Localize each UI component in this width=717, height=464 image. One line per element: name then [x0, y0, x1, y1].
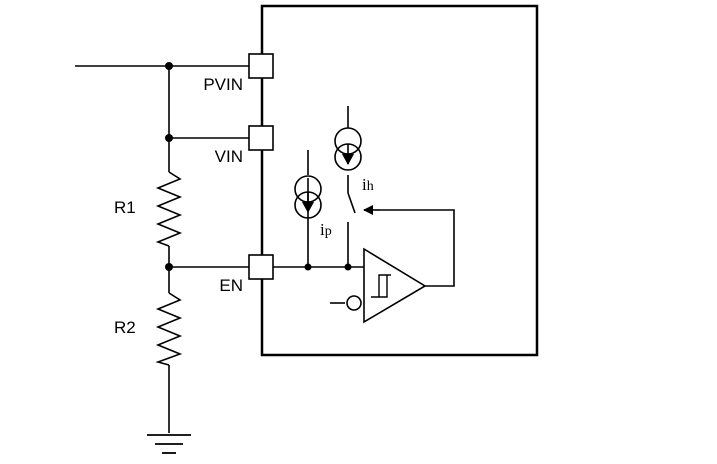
junction-pvin: [165, 62, 173, 70]
junction-vin: [165, 134, 173, 142]
current-source-ih-arrow: [342, 154, 354, 165]
ic-package-outline: [260, 4, 539, 357]
hysteresis-feedback-path: [380, 209, 455, 287]
ground-symbol: [147, 434, 191, 454]
external-wiring: [75, 65, 249, 433]
pin-vin-square: [248, 125, 274, 151]
resistor-r1-label: R1: [114, 198, 136, 217]
current-ih-label: ih: [362, 175, 374, 194]
inverting-input-bubble: [346, 295, 362, 311]
pin-vin-label: VIN: [215, 147, 243, 166]
resistor-r2-label: R2: [114, 318, 136, 337]
resistor-r2-symbol: [155, 292, 183, 366]
pin-en-label: EN: [219, 276, 243, 295]
ih-switch-blade: [347, 192, 356, 214]
pin-pvin-square: [248, 53, 274, 79]
pin-pvin-label: PVIN: [203, 75, 243, 94]
current-ip-label: ip: [320, 220, 332, 239]
current-source-ip-arrow: [302, 202, 314, 213]
pin-en-square: [248, 254, 274, 280]
junction-dots: [165, 62, 352, 271]
junction-en: [165, 263, 173, 271]
comparator-triangle: [363, 247, 427, 324]
resistor-r1-symbol: [155, 171, 183, 247]
schmitt-trigger-hysteresis-icon: [371, 274, 391, 298]
